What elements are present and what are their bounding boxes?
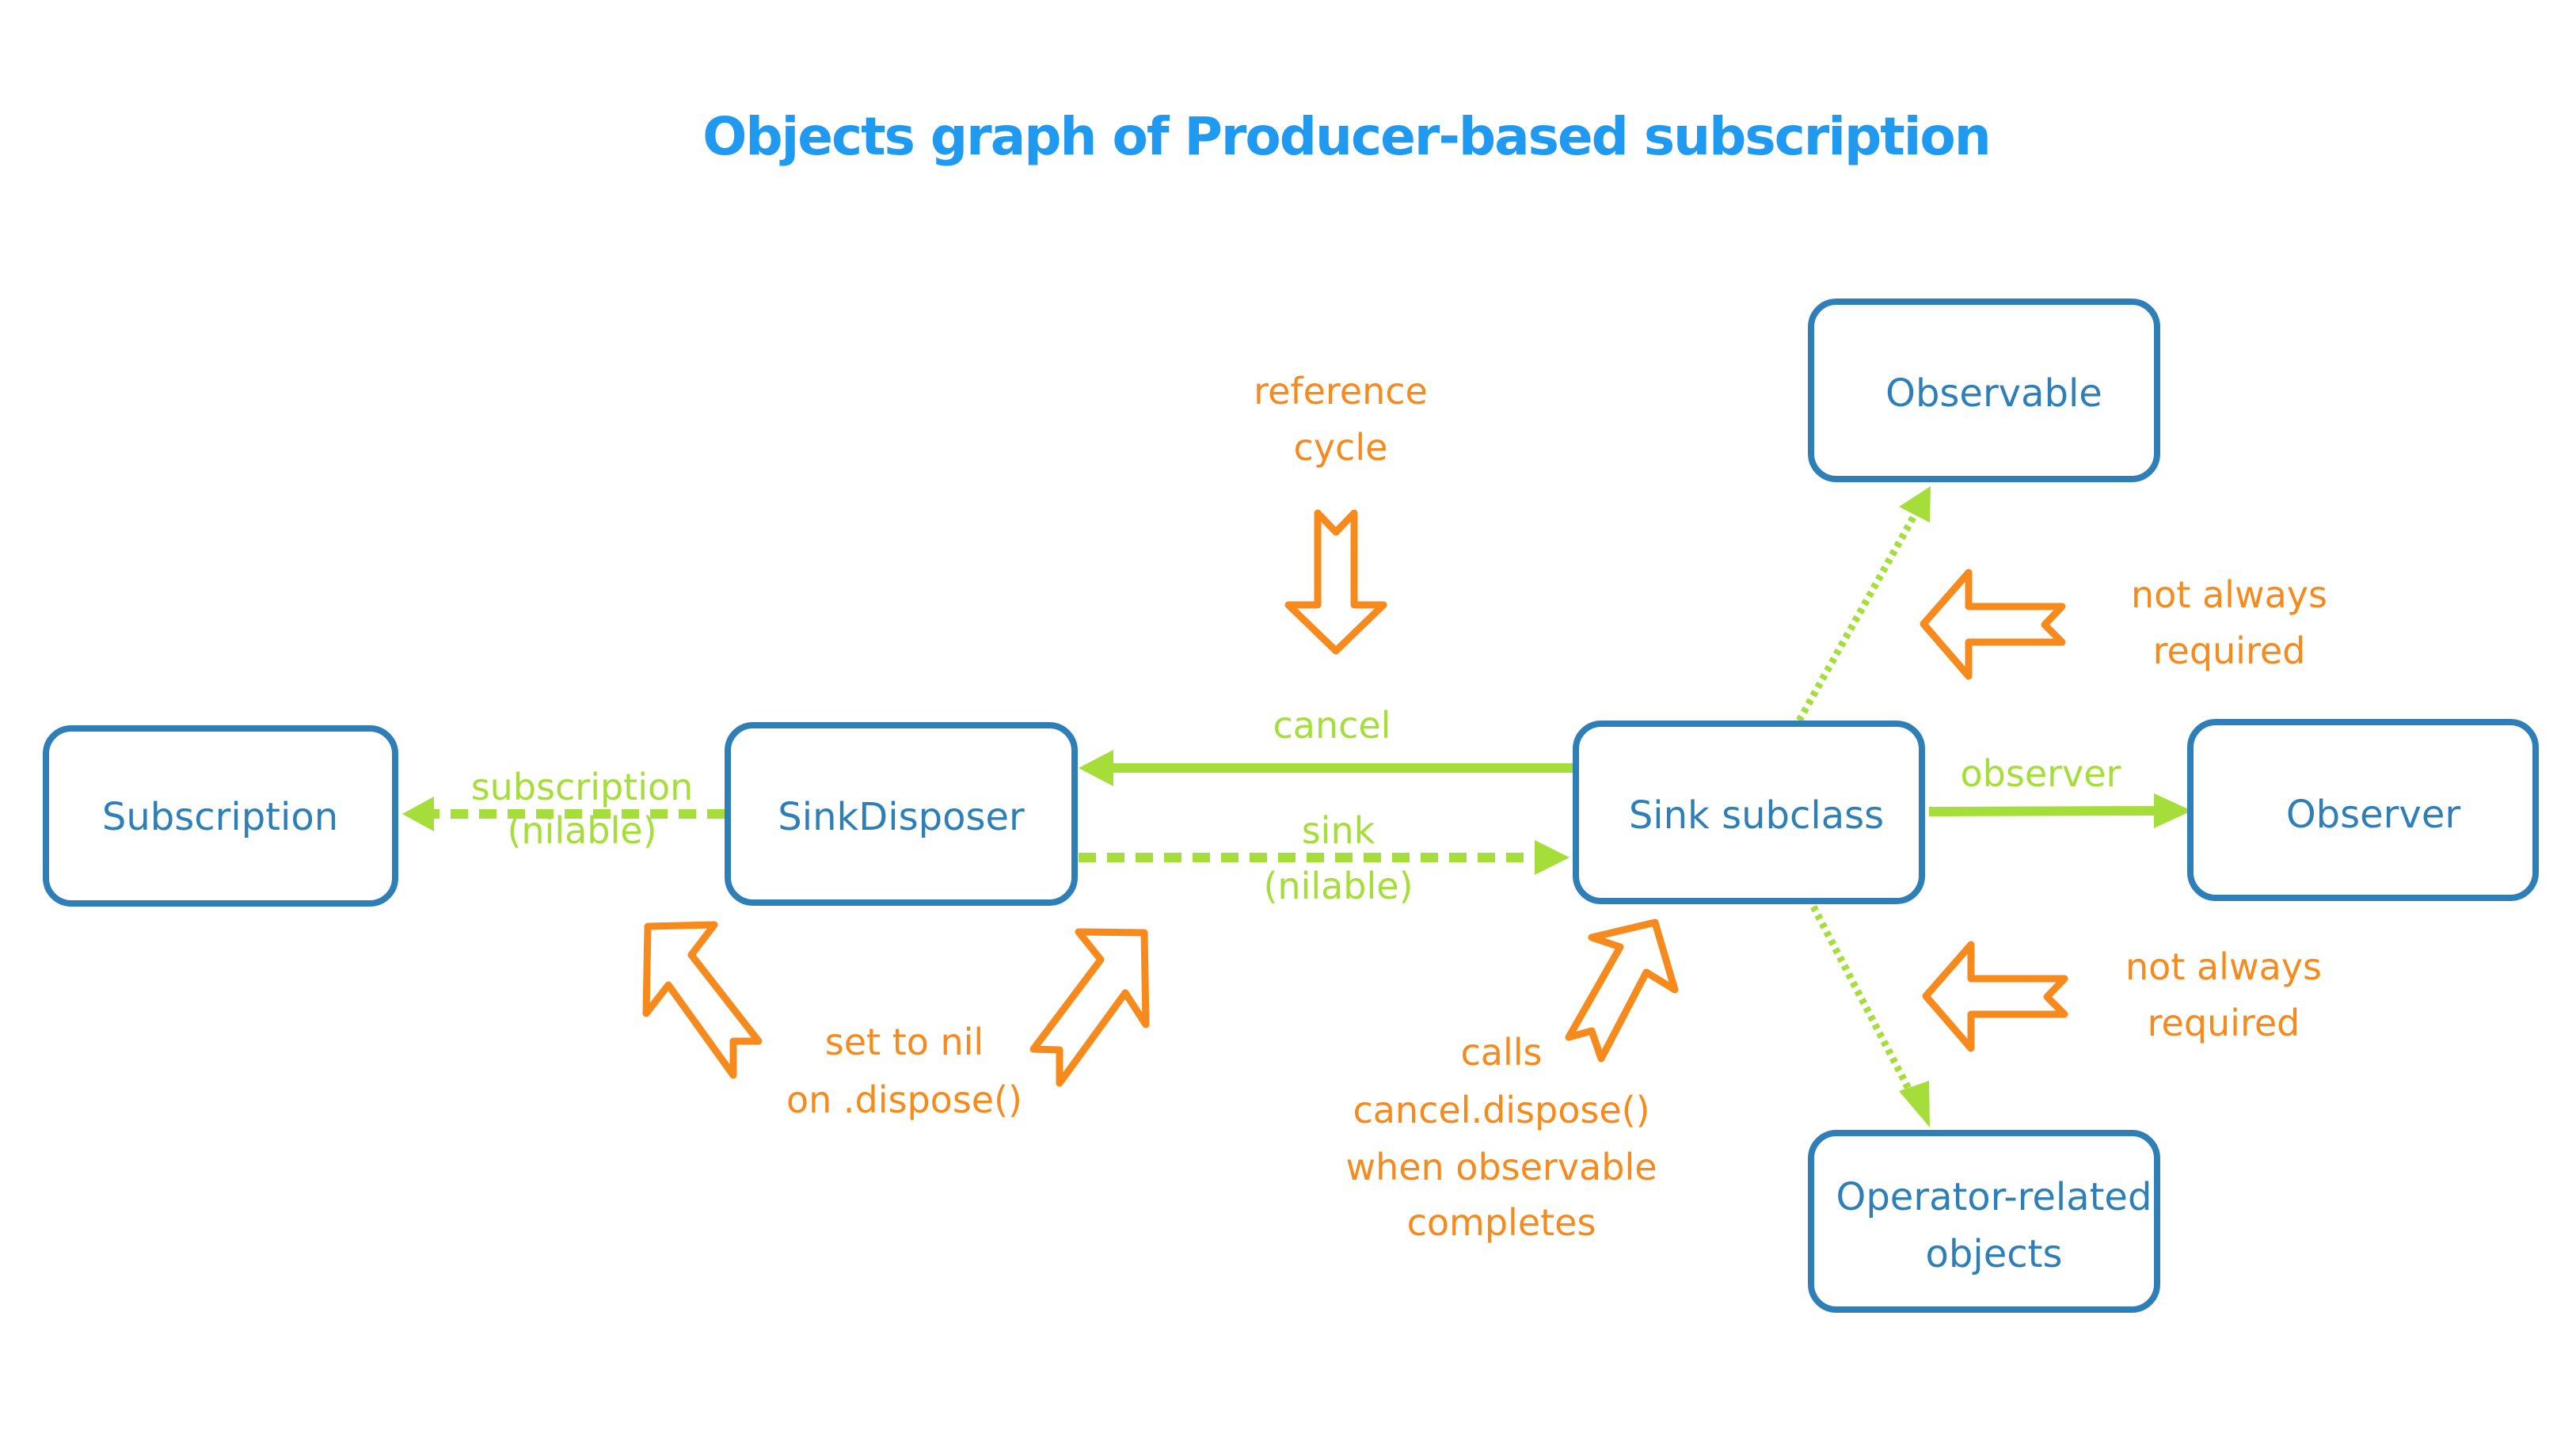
annotation-set-to-nil: set to nil on .dispose() [642, 921, 1150, 1121]
annotation-not-always-required-top-line2: required [2153, 629, 2306, 672]
block-arrow-left-icon [1920, 568, 2066, 680]
block-arrow-down-icon [1284, 509, 1387, 655]
edge-observable [1796, 486, 1931, 723]
arrowhead-right-icon [2154, 793, 2192, 828]
arrowhead-down-right-icon [1899, 1081, 1930, 1127]
annotation-set-to-nil-line1: set to nil [825, 1021, 984, 1063]
node-observer-label: Observer [2286, 793, 2460, 837]
edge-cancel-label: cancel [1273, 704, 1391, 747]
annotation-calls-cancel: calls cancel.dispose() when observable c… [1345, 918, 1679, 1244]
diagram-title: Objects graph of Producer-based subscrip… [702, 106, 1989, 167]
node-operator-related-label-line2: objects [1926, 1232, 2063, 1276]
edge-operator-related [1810, 904, 1930, 1127]
block-arrow-up-right-icon [1029, 928, 1150, 1087]
edge-cancel: cancel [1079, 704, 1576, 786]
edge-operator-related-line [1810, 904, 1918, 1103]
node-subscription: Subscription [43, 725, 398, 907]
edge-sink-nilable-label: (nilable) [1263, 865, 1413, 907]
node-sink-subclass-box [1573, 721, 1925, 904]
annotation-reference-cycle-line1: reference [1254, 370, 1428, 413]
edge-observer-label: observer [1961, 752, 2121, 795]
arrowhead-up-right-icon [1899, 486, 1931, 523]
block-arrow-up-right-icon [1565, 918, 1679, 1063]
annotation-not-always-required-bottom-line1: not always [2125, 945, 2322, 988]
node-operator-related: Operator-related objects [1808, 1130, 2160, 1313]
annotation-not-always-required-bottom-line2: required [2148, 1002, 2300, 1044]
block-arrow-left-icon [1922, 941, 2068, 1052]
node-observable-label: Observable [1885, 371, 2102, 416]
edge-subscription-nilable-label: (nilable) [507, 809, 656, 852]
edge-observer-line [1928, 806, 2155, 816]
arrowhead-left-icon [1079, 750, 1113, 786]
annotation-reference-cycle: reference cycle [1254, 370, 1428, 655]
node-sink-disposer-label: SinkDisposer [778, 795, 1025, 839]
node-operator-related-box [1808, 1130, 2160, 1313]
node-subscription-box [43, 725, 398, 907]
arrowhead-right-icon [1535, 840, 1570, 875]
annotation-set-to-nil-line2: on .dispose() [786, 1078, 1022, 1121]
annotation-reference-cycle-line2: cycle [1294, 426, 1388, 469]
annotation-calls-cancel-line2: cancel.dispose() [1353, 1089, 1649, 1131]
edge-sink: sink (nilable) [1079, 809, 1570, 907]
annotation-calls-cancel-line1: calls [1460, 1031, 1542, 1074]
node-observable: Observable [1808, 299, 2160, 482]
node-observer: Observer [2187, 719, 2539, 901]
annotation-calls-cancel-line4: completes [1407, 1201, 1596, 1244]
node-subscription-label: Subscription [102, 795, 338, 839]
annotation-not-always-required-top-line1: not always [2131, 573, 2327, 616]
node-operator-related-label-line1: Operator-related [1836, 1175, 2152, 1219]
block-arrow-up-left-icon [642, 921, 763, 1079]
edge-observer: observer [1928, 752, 2192, 828]
annotation-calls-cancel-line3: when observable [1345, 1146, 1657, 1188]
node-observable-box [1808, 299, 2160, 482]
edge-observable-line [1796, 512, 1918, 723]
node-sink-disposer: SinkDisposer [725, 722, 1078, 906]
node-sink-subclass: Sink subclass [1573, 721, 1925, 904]
edge-sink-label: sink [1302, 809, 1376, 852]
node-sink-disposer-box [725, 722, 1078, 906]
arrowhead-left-icon [402, 797, 434, 831]
node-observer-box [2187, 719, 2539, 901]
edge-subscription-label: subscription [471, 766, 694, 808]
annotation-not-always-required-top: not always required [1920, 568, 2327, 680]
node-sink-subclass-label: Sink subclass [1629, 793, 1884, 838]
annotation-not-always-required-bottom: not always required [1922, 941, 2322, 1052]
edge-subscription: subscription (nilable) [402, 766, 725, 852]
